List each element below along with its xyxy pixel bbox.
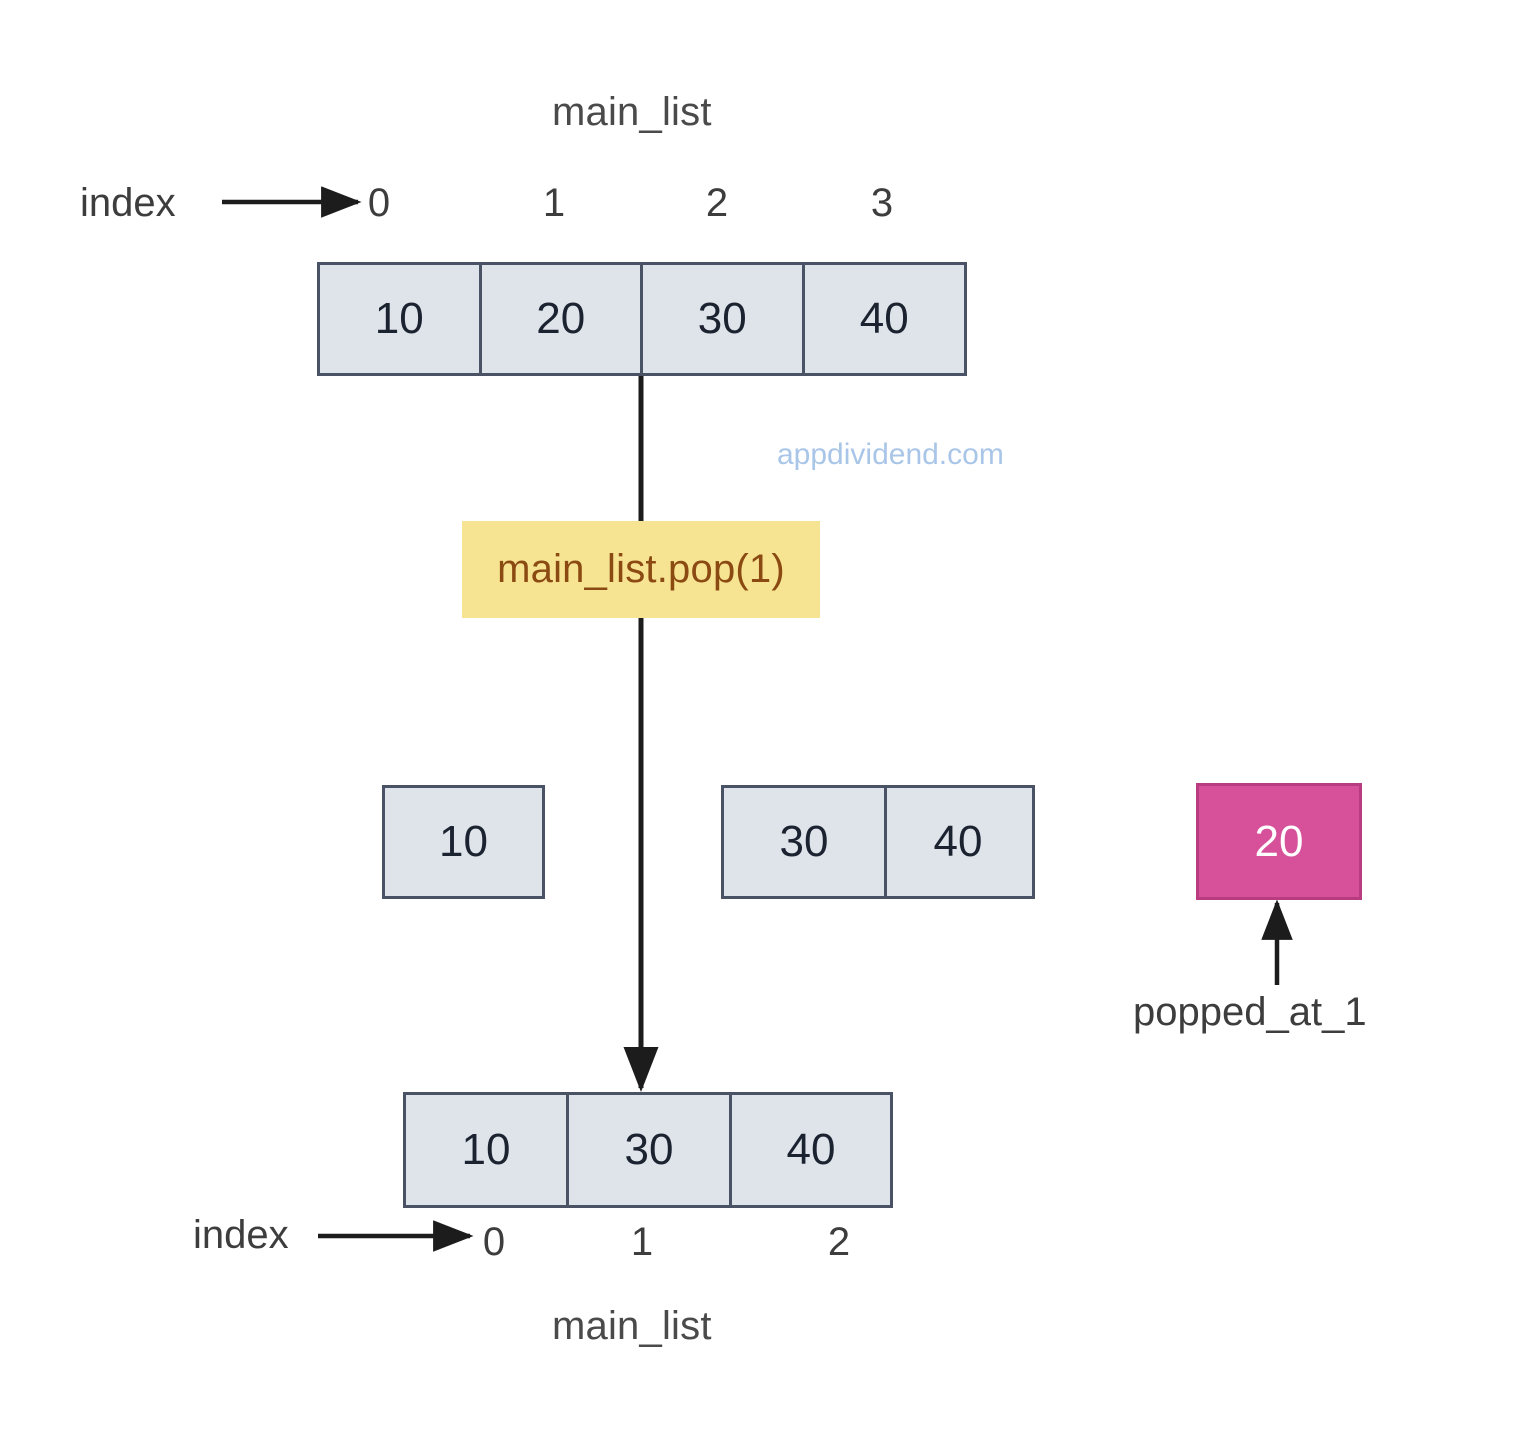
popped-variable-label: popped_at_1 (1133, 990, 1367, 1034)
bottom-index-label: index (193, 1213, 289, 1257)
bottom-cell-2: 40 (732, 1095, 890, 1205)
top-cell-1: 20 (481, 265, 643, 373)
bottom-cell-0: 10 (406, 1095, 569, 1205)
top-cell-2: 30 (643, 265, 805, 373)
top-index-2: 2 (705, 181, 729, 225)
middle-left-list: 10 (382, 785, 545, 899)
middle-right-list: 30 40 (721, 785, 1035, 899)
top-cell-3: 40 (804, 265, 964, 373)
middle-left-cell-0: 10 (385, 788, 542, 896)
top-index-label: index (80, 181, 176, 225)
middle-right-cell-1: 40 (887, 788, 1029, 896)
top-list: 10 20 30 40 (317, 262, 967, 376)
watermark: appdividend.com (777, 438, 1004, 471)
bottom-index-0: 0 (482, 1220, 506, 1264)
popped-value-box: 20 (1196, 783, 1362, 900)
bottom-cell-1: 30 (569, 1095, 732, 1205)
middle-right-cell-0: 30 (724, 788, 887, 896)
top-cell-0: 10 (320, 265, 482, 373)
bottom-list-title: main_list (552, 1304, 712, 1348)
top-list-title: main_list (552, 90, 712, 134)
operation-label: main_list.pop(1) (462, 521, 820, 618)
top-index-3: 3 (870, 181, 894, 225)
bottom-index-1: 1 (630, 1220, 654, 1264)
bottom-index-2: 2 (827, 1220, 851, 1264)
top-index-1: 1 (542, 181, 566, 225)
top-index-0: 0 (367, 181, 391, 225)
bottom-list: 10 30 40 (403, 1092, 893, 1208)
